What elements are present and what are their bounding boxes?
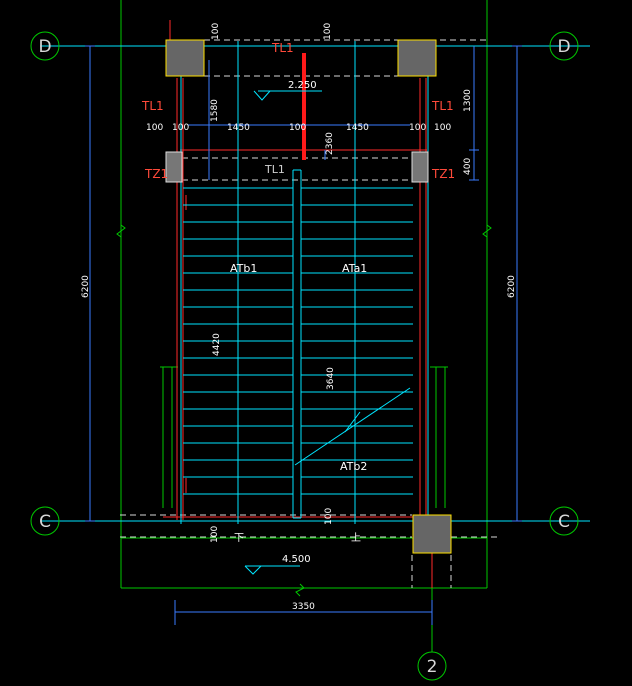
axis-circle-d-right [549,31,579,61]
flight-label-atb2: ATb2 [340,460,367,473]
flight-label-ata1: ATa1 [342,262,367,275]
dim-right-1300: 1300 [463,89,473,112]
dim-row-100-e: 100 [434,123,451,133]
column-label-tz1-right: TZ1 [431,167,455,181]
tz1-right-block [411,151,429,183]
axis-label-c-right: C [558,512,570,532]
dim-right-6200: 6200 [507,275,517,298]
dim-row-100-c: 100 [289,123,306,133]
dim-row-100-d: 100 [409,123,426,133]
stair-arrow-down: 下 [234,533,244,544]
dim-mid-3640: 3640 [326,367,336,390]
dim-row-1450-a: 1450 [227,123,250,133]
dim-left-6200: 6200 [81,275,91,298]
column-label-tz1-left: TZ1 [144,167,168,181]
axis-label-d-right: D [557,37,570,57]
beam-label-tl1-left: TL1 [141,99,164,113]
dim-right-400: 400 [463,158,473,175]
dashed-lines [120,39,500,588]
dim-left-1580: 1580 [210,99,220,122]
level-text-floor: 4.500 [282,554,311,565]
dim-top-right-100: 100 [323,23,333,40]
dim-mid-2360: 2360 [325,132,335,155]
column-bottom-right [412,514,452,554]
axis-label-d-left: D [38,37,51,57]
beam-label-tl1-top: TL1 [271,41,294,55]
column-top-right [397,39,437,77]
level-symbols [244,90,322,575]
dim-row-1450-b: 1450 [346,123,369,133]
beam-label-tl1-right: TL1 [431,99,454,113]
dim-bottom-100-a: 100 [210,526,220,543]
stair-treads [183,187,413,495]
dim-overall-3350: 3350 [292,602,315,612]
dim-row-100-a: 100 [146,123,163,133]
level-text-landing: 2.250 [288,80,317,91]
axis-markers [30,31,579,681]
column-top-left [165,39,205,77]
stair-arrow-up: 上 [351,532,361,544]
axis-circle-2 [417,651,447,681]
column-blocks [165,39,452,554]
axis-circle-c-right [549,506,579,536]
tz1-left-block [165,151,183,183]
dim-top-left-100: 100 [211,23,221,40]
blue-dimension-lines [85,45,522,625]
dim-bottom-100-b: 100 [324,508,334,525]
beam-label-tl1-mid: TL1 [264,163,285,176]
axis-label-c-left: C [39,512,51,532]
dim-left-4420: 4420 [212,333,222,356]
dim-row-100-b: 100 [172,123,189,133]
flight-label-atb1: ATb1 [230,262,257,275]
axis-label-2: 2 [427,657,438,677]
axis-circle-d-left [30,31,60,61]
axis-circle-c-left [30,506,60,536]
